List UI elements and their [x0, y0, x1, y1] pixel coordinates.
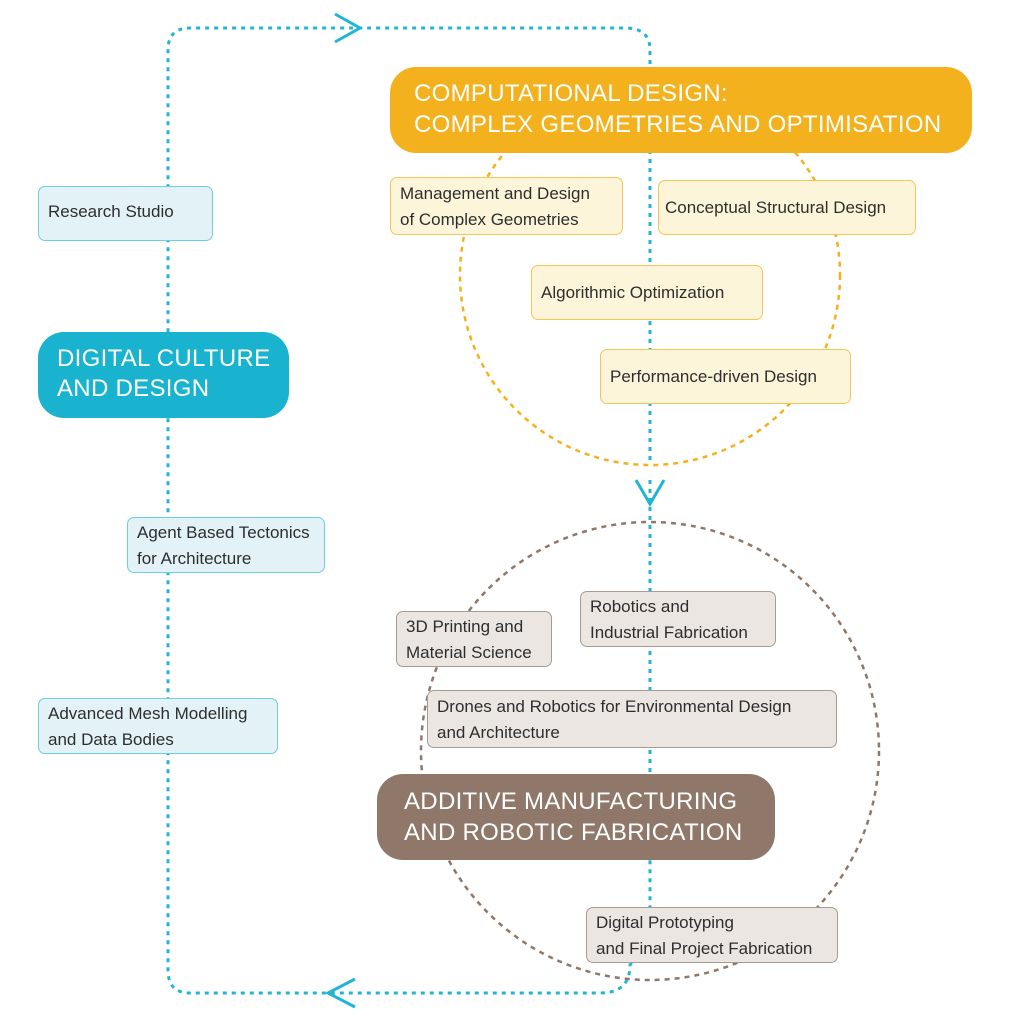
arrow-right-icon — [334, 12, 364, 44]
conceptual-structural-design-box: Conceptual Structural Design — [658, 180, 916, 235]
robotics-industrial-fabrication-box: Robotics and Industrial Fabrication — [580, 591, 776, 647]
algorithmic-optimization-box: Algorithmic Optimization — [531, 265, 763, 320]
digital-prototyping-box: Digital Prototyping and Final Project Fa… — [586, 907, 838, 963]
printing-material-science-box: 3D Printing and Material Science — [396, 611, 552, 667]
digital-culture-header: DIGITAL CULTURE AND DESIGN — [38, 332, 289, 418]
management-complex-geometries-box: Management and Design of Complex Geometr… — [390, 177, 623, 235]
arrow-left-icon — [324, 977, 356, 1009]
advanced-mesh-modelling-box: Advanced Mesh Modelling and Data Bodies — [38, 698, 278, 754]
performance-driven-design-box: Performance-driven Design — [600, 349, 851, 404]
research-studio-box: Research Studio — [38, 186, 213, 241]
additive-cycle-circle — [419, 520, 881, 982]
computational-design-header: COMPUTATIONAL DESIGN: COMPLEX GEOMETRIES… — [390, 67, 972, 153]
agent-based-tectonics-box: Agent Based Tectonics for Architecture — [127, 517, 325, 573]
drones-robotics-box: Drones and Robotics for Environmental De… — [427, 690, 837, 748]
arrow-down-icon — [634, 479, 666, 507]
additive-manufacturing-header: ADDITIVE MANUFACTURING AND ROBOTIC FABRI… — [377, 774, 775, 860]
